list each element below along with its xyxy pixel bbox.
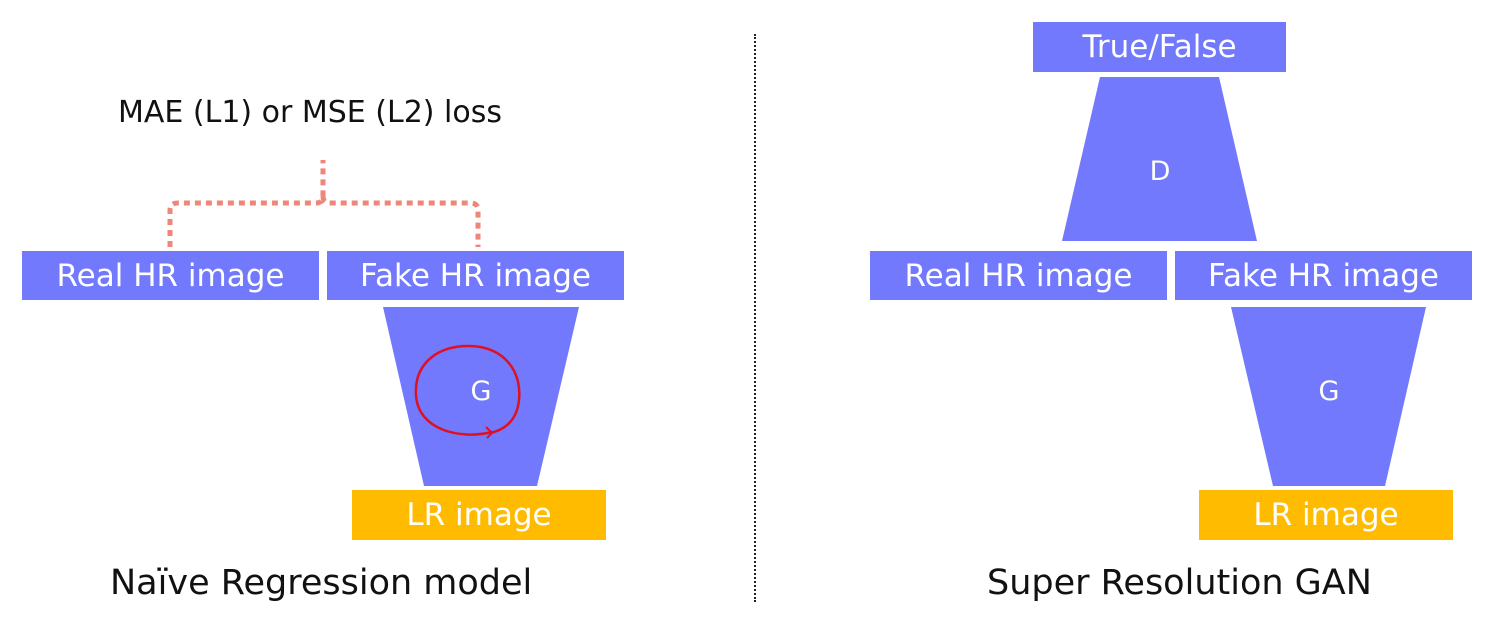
right-discriminator-label: D (1149, 155, 1171, 187)
loss-label: MAE (L1) or MSE (L2) loss (118, 95, 502, 130)
left-real-hr-label: Real HR image (56, 257, 285, 294)
left-lr-label: LR image (406, 497, 552, 533)
panel-divider (754, 34, 756, 602)
left-fake-hr-label: Fake HR image (359, 257, 592, 294)
left-generator-trapezoid (383, 307, 579, 486)
annotation-arrowhead (485, 426, 494, 439)
left-fake-hr-image-box: Fake HR image (327, 251, 624, 300)
right-lr-label: LR image (1253, 497, 1399, 533)
right-output-box: True/False (1033, 22, 1286, 72)
right-real-hr-label: Real HR image (904, 257, 1133, 294)
right-fake-hr-label: Fake HR image (1207, 257, 1440, 294)
left-lr-image-box: LR image (352, 490, 606, 540)
right-output-label: True/False (1082, 29, 1237, 65)
loss-bracket (167, 160, 481, 247)
right-discriminator-trapezoid (1062, 77, 1257, 241)
left-real-hr-image-box: Real HR image (22, 251, 319, 300)
right-generator-label-box: G (1303, 370, 1355, 412)
right-lr-image-box: LR image (1199, 490, 1453, 540)
right-discriminator-label-box: D (1134, 150, 1186, 192)
left-caption: Naïve Regression model (110, 563, 533, 603)
left-generator-label-box: G (455, 370, 507, 412)
right-caption: Super Resolution GAN (987, 563, 1372, 603)
right-generator-trapezoid (1231, 307, 1426, 486)
right-real-hr-image-box: Real HR image (870, 251, 1167, 300)
left-generator-label: G (470, 375, 492, 407)
right-generator-label: G (1318, 375, 1340, 407)
annotation-circle (414, 344, 521, 436)
right-fake-hr-image-box: Fake HR image (1175, 251, 1472, 300)
